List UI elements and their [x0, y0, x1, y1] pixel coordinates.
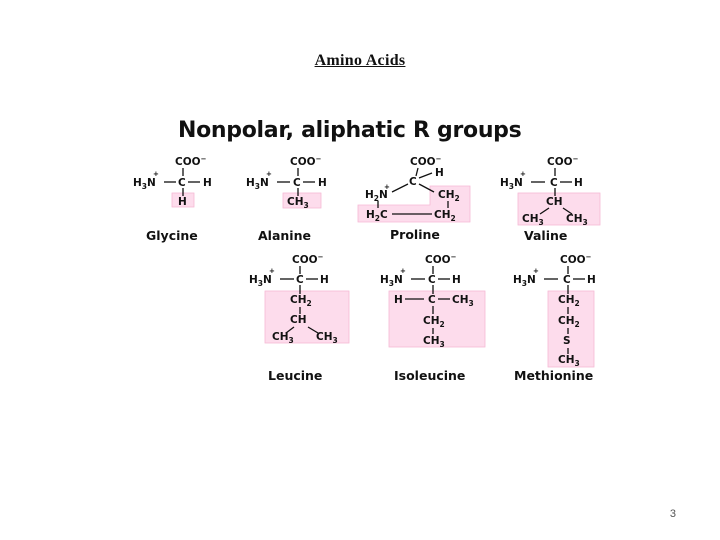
svg-text:COO−: COO−: [410, 155, 442, 168]
alanine-structure: COO− H3N + C H CH3 Alanine: [246, 155, 327, 243]
svg-text:H3N: H3N: [500, 177, 523, 191]
svg-text:CH3: CH3: [287, 196, 309, 210]
svg-text:CH3: CH3: [566, 213, 588, 227]
svg-text:CH2: CH2: [290, 294, 312, 308]
svg-text:CH3: CH3: [522, 213, 544, 227]
svg-text:H3N: H3N: [246, 177, 269, 191]
slide-title: Amino Acids: [314, 52, 406, 69]
svg-text:H: H: [435, 167, 444, 179]
svg-text:H3N: H3N: [380, 274, 403, 288]
svg-text:CH: CH: [290, 314, 307, 326]
svg-text:H: H: [574, 177, 583, 189]
svg-text:H: H: [452, 274, 461, 286]
svg-text:H: H: [318, 177, 327, 189]
svg-text:H3N: H3N: [513, 274, 536, 288]
page-number: 3: [669, 508, 676, 520]
leucine-r-group-highlight: [264, 290, 350, 344]
alanine-r-group-highlight: [282, 192, 322, 209]
svg-text:C: C: [409, 176, 417, 188]
svg-text:CH: CH: [546, 196, 563, 208]
amino-acid-name: Alanine: [258, 228, 311, 243]
svg-text:+: +: [533, 267, 539, 275]
svg-text:CH3: CH3: [558, 354, 580, 368]
amino-acid-name: Valine: [524, 228, 567, 243]
svg-text:COO−: COO−: [292, 253, 324, 266]
amino-acid-name: Proline: [390, 227, 440, 242]
isoleucine-r-group-highlight: [388, 290, 486, 348]
svg-text:COO−: COO−: [547, 155, 579, 168]
amino-acid-name: Glycine: [146, 228, 198, 243]
leucine-structure: COO− H3N + C H CH2 CH CH3 CH3 Leucine: [249, 253, 350, 383]
svg-text:CH2: CH2: [423, 315, 445, 329]
svg-text:+: +: [384, 183, 390, 191]
valine-structure: COO− H3N + C H CH CH3 CH3 Valine: [500, 155, 601, 243]
methionine-r-group-highlight: [547, 290, 595, 368]
svg-text:H: H: [203, 177, 212, 189]
svg-text:+: +: [153, 170, 159, 178]
svg-text:+: +: [269, 267, 275, 275]
svg-text:C: C: [563, 274, 571, 286]
proline-r-group-highlight: [357, 185, 471, 223]
svg-text:CH3: CH3: [316, 331, 338, 345]
svg-text:H3N: H3N: [133, 177, 156, 191]
svg-text:CH3: CH3: [272, 331, 294, 345]
valine-r-group-highlight: [517, 192, 601, 226]
svg-text:H: H: [394, 294, 403, 306]
amino-acid-name: Leucine: [268, 368, 322, 383]
svg-text:H: H: [178, 196, 187, 208]
proline-structure: COO− C H CH2 H2N + H2C CH2 Proline: [357, 155, 471, 242]
svg-text:+: +: [400, 267, 406, 275]
figure-heading: Nonpolar, aliphatic R groups: [178, 118, 522, 143]
svg-text:H: H: [587, 274, 596, 286]
svg-text:COO−: COO−: [425, 253, 457, 266]
svg-text:CH2: CH2: [434, 209, 456, 223]
svg-text:C: C: [296, 274, 304, 286]
svg-text:H2N: H2N: [365, 189, 388, 203]
svg-text:+: +: [266, 170, 272, 178]
amino-acid-name: Methionine: [514, 368, 593, 383]
svg-text:H2C: H2C: [366, 209, 388, 223]
svg-text:C: C: [178, 177, 186, 189]
svg-text:CH3: CH3: [452, 294, 474, 308]
svg-text:S: S: [563, 335, 571, 347]
svg-text:CH2: CH2: [558, 315, 580, 329]
svg-text:CH3: CH3: [423, 335, 445, 349]
svg-text:C: C: [428, 274, 436, 286]
svg-text:COO−: COO−: [560, 253, 592, 266]
svg-text:H3N: H3N: [249, 274, 272, 288]
svg-text:C: C: [293, 177, 301, 189]
svg-text:COO−: COO−: [175, 155, 207, 168]
glycine-structure: COO− H3N + C H H Glycine: [133, 155, 212, 243]
svg-text:+: +: [520, 170, 526, 178]
isoleucine-structure: COO− H3N + C H H C CH3 CH2 CH3 Isoleucin…: [380, 253, 486, 383]
svg-text:C: C: [550, 177, 558, 189]
svg-text:CH2: CH2: [558, 294, 580, 308]
svg-text:C: C: [428, 294, 436, 306]
svg-text:H: H: [320, 274, 329, 286]
methionine-structure: COO− H3N + C H CH2 CH2 S CH3 Methionine: [513, 253, 596, 383]
amino-acid-name: Isoleucine: [394, 368, 465, 383]
svg-text:CH2: CH2: [438, 189, 460, 203]
svg-text:COO−: COO−: [290, 155, 322, 168]
